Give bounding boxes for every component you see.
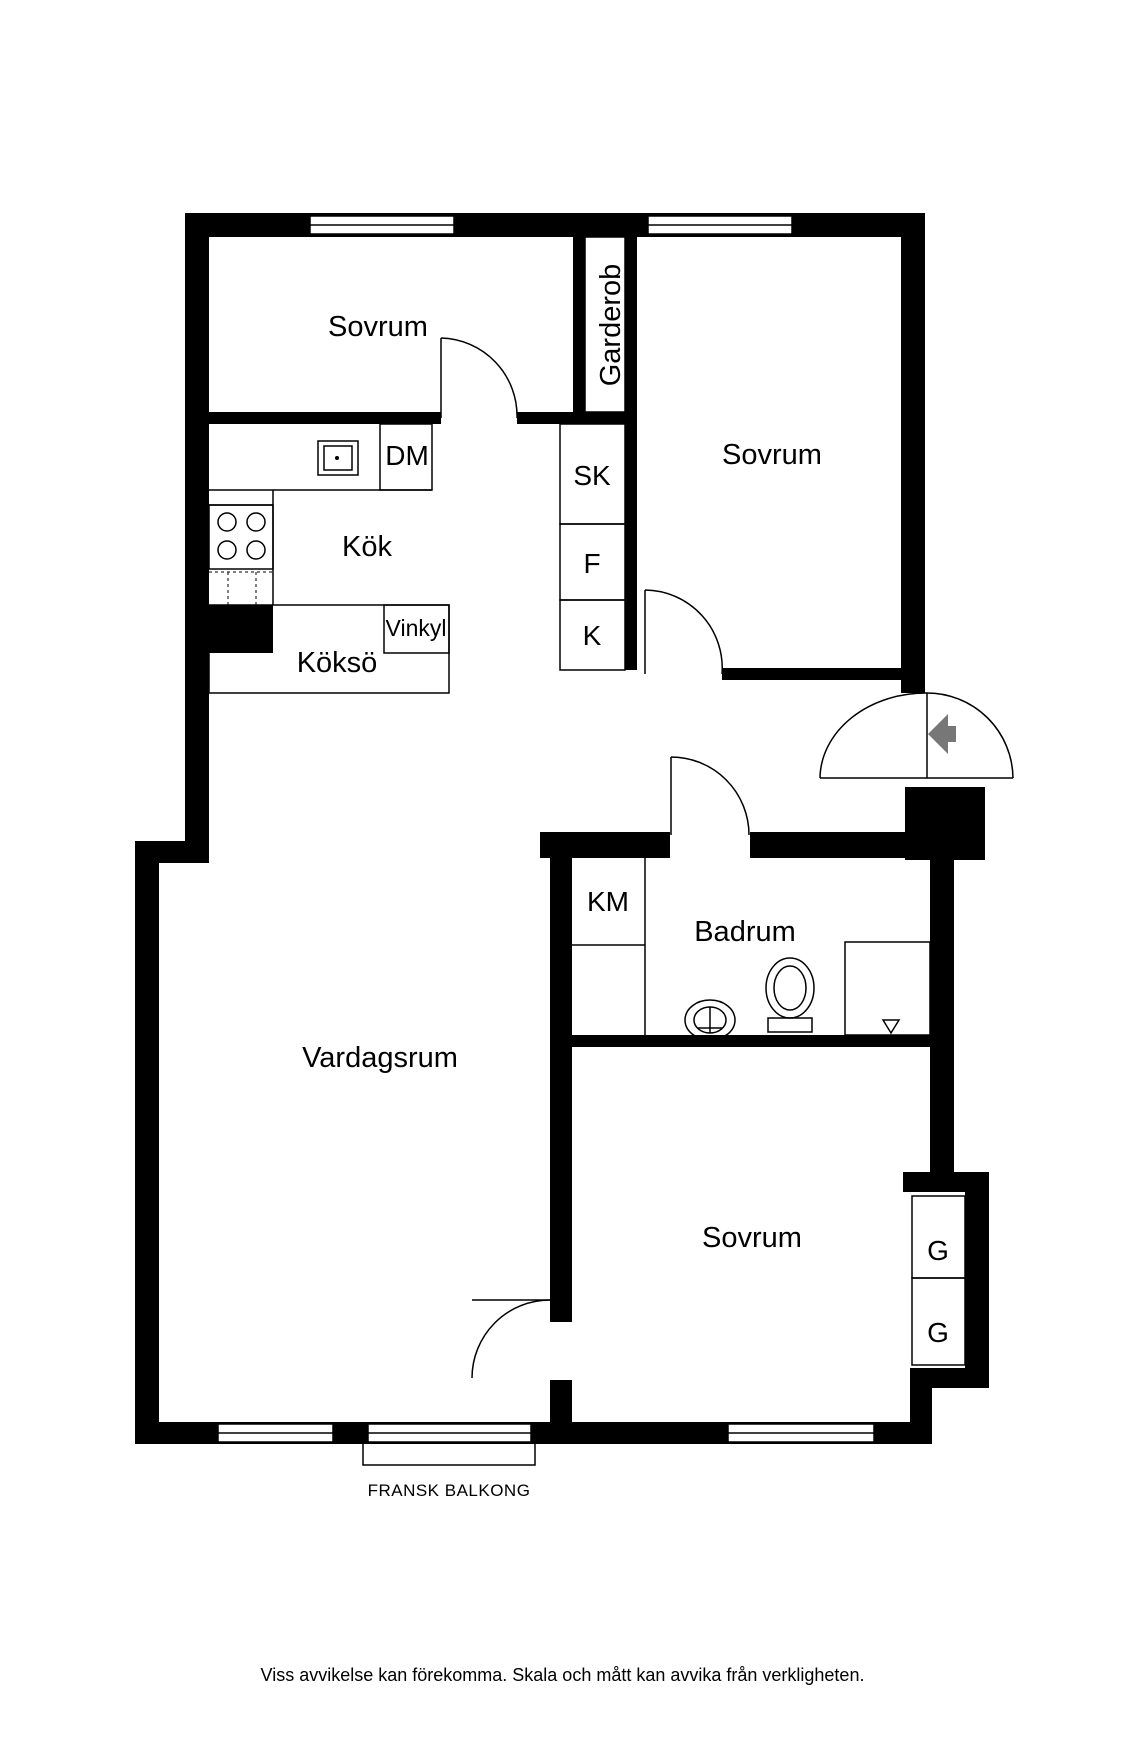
fixture-label-fridge: Vinkyl	[386, 615, 447, 641]
fixture-label-closet-2: G	[927, 1317, 949, 1348]
wardrobe-box	[584, 236, 626, 413]
fixture-label-k: K	[583, 620, 602, 651]
fixture-label-sk: SK	[573, 460, 611, 491]
balcony-label: FRANSK BALKONG	[368, 1481, 531, 1500]
room-label-bathroom: Badrum	[694, 916, 796, 948]
stove	[208, 504, 274, 570]
room-label-bedroom-bottom: Sovrum	[702, 1222, 802, 1254]
fixture-label-dishwasher: DM	[385, 440, 429, 471]
room-label-living-room: Vardagsrum	[302, 1042, 458, 1074]
labels: Sovrum Garderob Sovrum Kök Köksö Vardags…	[297, 264, 949, 1500]
room-label-wardrobe: Garderob	[595, 264, 627, 387]
room-label-bedroom-top-right: Sovrum	[722, 439, 822, 471]
room-label-kitchen: Kök	[342, 531, 392, 563]
entrance-arrow-icon	[928, 714, 956, 754]
room-label-bedroom-top-left: Sovrum	[328, 311, 428, 343]
fixture-label-km: KM	[587, 886, 629, 917]
drain-icon	[881, 1019, 901, 1035]
fixture-label-closet-1: G	[927, 1235, 949, 1266]
kitchen-fixtures	[208, 236, 626, 694]
bathroom-fixtures	[572, 858, 931, 1041]
doors	[440, 337, 1014, 1379]
disclaimer-text: Viss avvikelse kan förekomma. Skala och …	[260, 1665, 865, 1685]
windows	[217, 215, 875, 1466]
dishwasher	[379, 423, 433, 491]
shower	[844, 941, 931, 1036]
wine-fridge	[383, 604, 450, 654]
fixture-label-f: F	[583, 548, 600, 579]
interior-walls	[209, 237, 954, 1444]
room-label-kitchen-island: Köksö	[297, 647, 378, 679]
toilet	[765, 957, 815, 1019]
closets	[911, 1195, 966, 1366]
sink	[317, 440, 359, 476]
basin	[684, 999, 736, 1041]
balcony-rail	[362, 1444, 536, 1466]
